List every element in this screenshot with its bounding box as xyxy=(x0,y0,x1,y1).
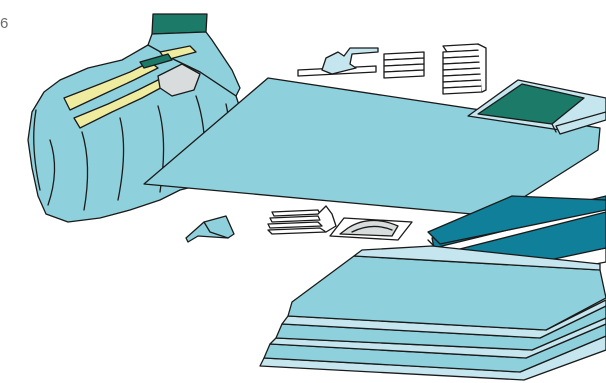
tube-holder xyxy=(298,48,378,76)
towel-stack-small xyxy=(384,52,424,78)
towel-stack-tall xyxy=(443,44,486,94)
instrument-pouch xyxy=(330,218,412,240)
light-blue-drapes xyxy=(260,246,606,380)
folded-towels xyxy=(268,206,336,234)
cable-clip xyxy=(186,216,234,242)
